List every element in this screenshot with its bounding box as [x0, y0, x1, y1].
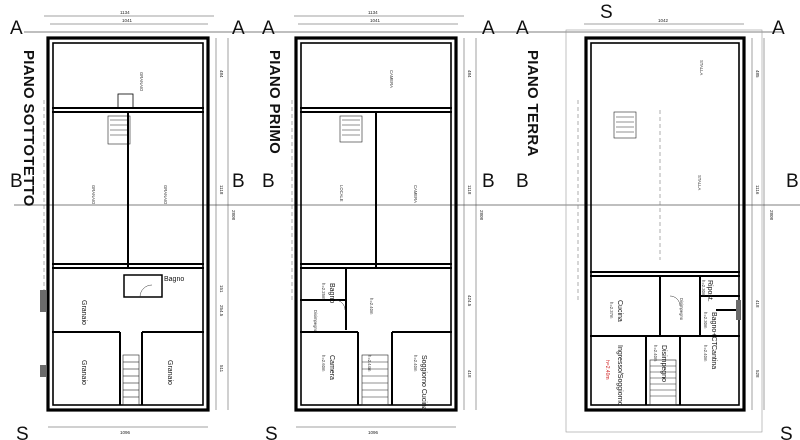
- room-height: h=2.30m: [701, 280, 706, 297]
- room-height: h=2.40m: [604, 360, 610, 380]
- section-label-s: S: [780, 424, 793, 440]
- room-height: h=2.40m: [369, 298, 374, 315]
- plan-title: PIANO SOTTOTETTO: [20, 50, 37, 207]
- dimension-text: 418: [755, 300, 760, 308]
- plan-piano-terra: PIANO TERRA 1042 STALLA STALLA Cucina h=…: [524, 18, 774, 433]
- section-label-a: A: [516, 18, 529, 39]
- dimension-text: 1041: [370, 18, 381, 23]
- room-label-cucina: Cucina: [616, 300, 623, 322]
- plan-title: PIANO TERRA: [524, 50, 541, 157]
- dimension-text: 511: [219, 365, 224, 373]
- section-label-b: B: [786, 171, 799, 192]
- section-label-b: B: [10, 171, 23, 192]
- section-label-s: S: [600, 2, 613, 23]
- room-label-disimpegno: Disimpegno: [679, 298, 684, 321]
- dimension-text: 1041: [122, 18, 133, 23]
- dimension-text: 1134: [120, 10, 130, 15]
- section-label-b: B: [262, 171, 275, 192]
- room-label-disimpegno: Disimpegno: [313, 310, 318, 333]
- dimension-text: 151: [219, 285, 224, 293]
- room-height: h=2.40m: [413, 355, 418, 372]
- dimension-text: 254.5: [219, 305, 224, 317]
- section-label-a: A: [232, 18, 245, 39]
- section-label-s: S: [16, 424, 29, 440]
- svg-text:STALLA: STALLA: [699, 60, 704, 75]
- dimension-text: 2808: [231, 210, 236, 221]
- dimension-text: 1118: [219, 185, 224, 195]
- svg-text:CAMERA: CAMERA: [389, 70, 394, 88]
- room-label-bagno: Bagno: [164, 276, 184, 283]
- section-label-a: A: [772, 18, 785, 39]
- room-height: h=2.30m: [703, 312, 708, 329]
- svg-text:STALLA: STALLA: [697, 175, 702, 190]
- dimension-text: 484: [467, 70, 472, 78]
- dimension-text: 1042: [658, 18, 669, 23]
- section-label-a: A: [10, 18, 23, 39]
- svg-text:LOCALE: LOCALE: [339, 185, 344, 202]
- room-label-cantina: Cantina: [710, 345, 717, 369]
- room-height: h=2.40m: [703, 345, 708, 362]
- section-label-s: S: [265, 424, 278, 440]
- dimension-text: 485: [755, 70, 760, 78]
- section-label-a: A: [482, 18, 495, 39]
- section-label-b: B: [232, 171, 245, 192]
- section-label-b: B: [482, 171, 495, 192]
- section-label-a: A: [262, 18, 275, 39]
- room-label-bagno: Bagno: [328, 283, 335, 303]
- dimension-text: 484: [219, 70, 224, 78]
- room-height: h=2.25m: [321, 283, 326, 300]
- svg-text:CAMERA: CAMERA: [413, 185, 418, 203]
- room-label-disimpegno: Disimpegno: [660, 345, 667, 382]
- dimension-text: 528: [755, 370, 760, 378]
- plan-piano-primo: PIANO PRIMO 1134 1041 CAMERA LOCALE CAME…: [266, 10, 484, 435]
- room-label-ingresso-soggiorno: Ingresso/Soggiorno: [616, 345, 623, 406]
- room-height: h=2.60m: [321, 355, 326, 372]
- dimension-text: 424.5: [467, 295, 472, 307]
- plan-title: PIANO PRIMO: [266, 50, 283, 154]
- room-label-soggiorno-cucina: Soggiorno Cucina: [420, 355, 427, 411]
- dimension-text: 1116: [755, 185, 760, 195]
- dimension-text: 418: [467, 370, 472, 378]
- room-height: h=2.40m: [653, 345, 658, 362]
- dimension-text: 2808: [479, 210, 484, 221]
- room-label-bagno-ct: Bagno+CT: [710, 312, 717, 346]
- room-label-ripost: Ripost.: [706, 280, 713, 302]
- dimension-text: 1118: [467, 185, 472, 195]
- svg-text:GRANAIO: GRANAIO: [139, 72, 144, 92]
- room-height: h=2.37m: [609, 302, 614, 319]
- dimension-text: 1134: [368, 10, 378, 15]
- dimension-text: 1096: [120, 430, 131, 435]
- section-label-b: B: [516, 171, 529, 192]
- section-markers: A A A A A A B B B B B B S S S S: [10, 2, 799, 440]
- room-label-granaio: Granaio: [80, 300, 87, 325]
- section-lines: [14, 31, 800, 206]
- room-height: h=2.44m: [367, 355, 372, 372]
- room-label-camera: Camera: [328, 355, 335, 380]
- svg-text:GRANAIO: GRANAIO: [163, 185, 168, 205]
- plan-piano-sottotetto: PIANO SOTTOTETTO 1134 1041 GRANAIO: [20, 10, 236, 435]
- dimension-text: 2808: [769, 210, 774, 221]
- svg-text:GRANAIO: GRANAIO: [91, 185, 96, 205]
- dimension-text: 1096: [368, 430, 379, 435]
- room-label-granaio: Granaio: [166, 360, 173, 385]
- room-label-granaio: Granaio: [80, 360, 87, 385]
